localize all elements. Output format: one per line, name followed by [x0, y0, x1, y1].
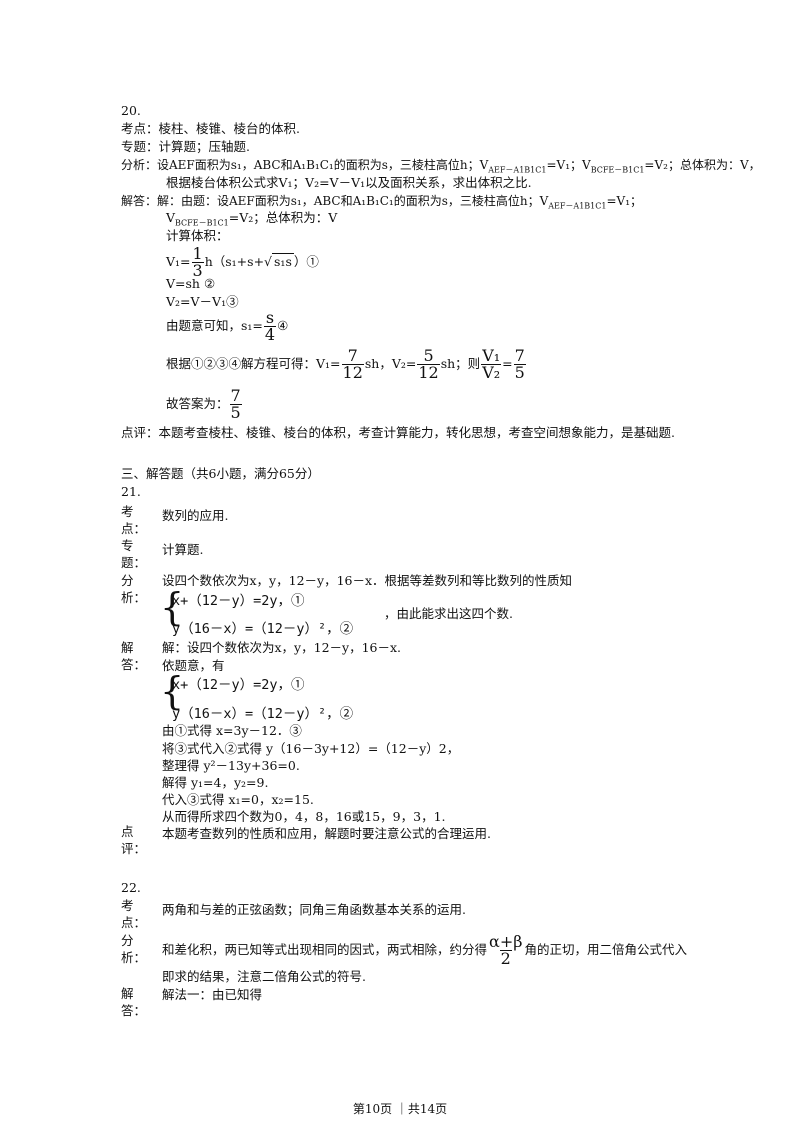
q21-label-kao: 考	[121, 504, 134, 519]
q20-vsh: V=sh ②	[166, 276, 216, 291]
section-heading: 三、解答题（共6小题，满分65分）	[121, 466, 320, 481]
q22-jieda-1: 解法一：由已知得	[162, 987, 263, 1002]
q22-kaodian: 两角和与差的正弦函数；同角三角函数基本关系的运用.	[162, 902, 466, 917]
q21-label-fen: 分	[121, 573, 134, 588]
q22-label-dian: 点：	[121, 915, 147, 930]
q22-label-xi: 析：	[121, 950, 147, 965]
q21-equation-1-repeat: x+（12－y）=2y，①	[172, 677, 305, 693]
q21-fenxi: 设四个数依次为x，y，12－y，16－x．根据等差数列和等比数列的性质知	[162, 573, 573, 588]
sqrt-sign: √	[264, 254, 273, 269]
q21-label-zhuan: 专	[121, 538, 134, 553]
q20-kaodian: 考点：棱柱、棱锥、棱台的体积.	[121, 121, 300, 136]
q21-step-1: 由①式得 x=3y－12．③	[162, 723, 302, 738]
q20-fenxi-line2: 根据棱台体积公式求V₁；V₂=V－V₁以及面积关系，求出体积之比.	[166, 175, 532, 190]
q22-label-da: 答：	[121, 1003, 147, 1018]
q21-zhuanti: 计算题.	[162, 542, 204, 557]
q21-number: 21.	[121, 484, 141, 499]
q20-jieda-line2: VBCFE－B1C1=V₂；总体积为：V	[166, 210, 338, 228]
system-brace: {	[160, 585, 185, 629]
system-brace: {	[160, 669, 185, 713]
q22-label-jie: 解	[121, 986, 134, 1001]
page-footer: 第10页 ｜共14页	[352, 1102, 448, 1116]
q21-equation-1: x+（12－y）=2y，①	[172, 593, 305, 609]
q21-kaodian: 数列的应用.	[162, 508, 229, 523]
q21-equation-2: y（16－x）=（12－y）²，②	[172, 621, 354, 637]
q21-step-6: 从而得所求四个数为0，4，8，16或15，9，3，1.	[162, 809, 446, 824]
q22-label-kao: 考	[121, 898, 134, 913]
q21-equation-2-repeat: y（16－x）=（12－y）²，②	[172, 706, 354, 722]
q21-jieda-1: 解：设四个数依次为x，y，12－y，16－x.	[162, 640, 402, 655]
q21-label-ti: 题：	[121, 555, 147, 570]
q22-label-fen: 分	[121, 933, 134, 948]
q21-label-dian: 点：	[121, 521, 147, 536]
q21-label-ping: 评：	[121, 841, 147, 856]
q21-label-dian2: 点	[121, 824, 134, 839]
q20-fenxi-line1: 分析：设AEF面积为s₁，ABC和A₁B₁C₁的面积为s，三棱柱高位h；VAEF…	[121, 158, 761, 175]
q22-fenxi-line2: 即求的结果，注意二倍角公式的符号.	[162, 969, 366, 984]
q21-fenxi-tail: ，由此能求出这四个数.	[384, 606, 513, 621]
q20-number: 20.	[121, 103, 141, 118]
q20-dianping: 点评：本题考查棱柱、棱锥、棱台的体积，考查计算能力，转化思想，考查空间想象能力，…	[121, 425, 675, 440]
q22-number: 22.	[121, 880, 141, 895]
q20-jisuan: 计算体积：	[166, 228, 229, 243]
q20-v2: V₂=V－V₁③	[166, 294, 239, 309]
q21-step-5: 代入③式得 x₁=0，x₂=15.	[162, 792, 314, 807]
q21-step-4: 解得 y₁=4，y₂=9.	[162, 775, 269, 790]
q20-zhuanti: 专题：计算题；压轴题.	[121, 139, 250, 154]
q21-jieda-2: 依题意，有	[162, 658, 225, 673]
q21-step-3: 整理得 y²－13y+36=0.	[162, 758, 300, 773]
q21-label-da: 答：	[121, 657, 147, 672]
q21-label-jie: 解	[121, 640, 134, 655]
q20-jieda-line1: 解答：解：由题：设AEF面积为s₁，ABC和A₁B₁C₁的面积为s，三棱柱高位h…	[121, 194, 643, 211]
q21-label-xi: 析：	[121, 590, 147, 605]
q21-step-2: 将③式代入②式得 y（16－3y+12）=（12－y）2，	[162, 741, 460, 756]
q21-dianping: 本题考查数列的性质和应用，解题时要注意公式的合理运用.	[162, 826, 491, 841]
